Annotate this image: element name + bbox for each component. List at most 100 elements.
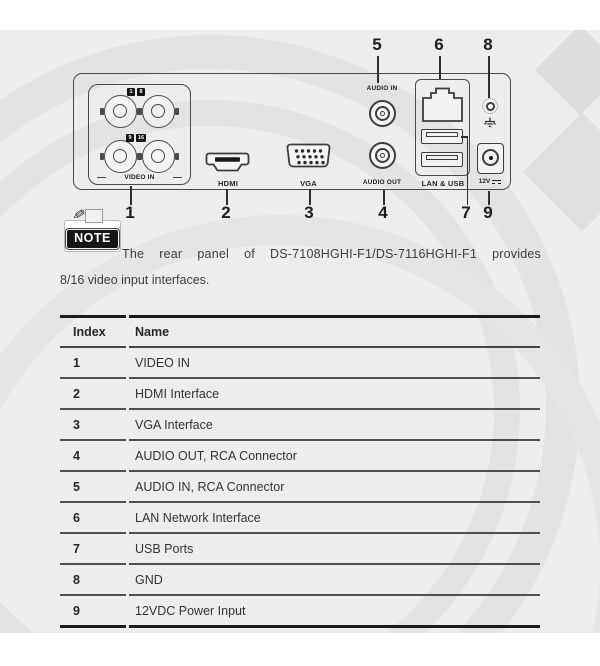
callout-line-6	[439, 56, 441, 79]
note-paper-icon	[85, 209, 103, 223]
index-cell: 8	[60, 565, 126, 596]
name-cell: VGA Interface	[129, 410, 540, 441]
channel-label: 16	[136, 134, 146, 142]
label-dash	[173, 177, 182, 179]
watermark-chevron	[534, 30, 600, 116]
callout-number-1: 1	[125, 203, 135, 222]
bnc-ring-icon	[112, 103, 127, 118]
video-in-block: 1 8 9 16 VIDEO IN	[88, 84, 191, 185]
usb-contact-icon	[426, 155, 458, 160]
name-cell: USB Ports	[129, 534, 540, 565]
callout-line-7-jog	[461, 136, 468, 138]
hdmi-port-icon	[205, 152, 250, 172]
channel-label: 9	[126, 134, 134, 142]
lan-port-icon	[422, 87, 463, 122]
hdmi-label: HDMI	[218, 179, 238, 188]
rca-ring-icon	[375, 106, 390, 121]
lan-usb-label: LAN & USB	[421, 179, 465, 188]
gnd-dotted-circle-icon	[482, 98, 498, 114]
bnc-ring-icon	[112, 148, 127, 163]
callout-number-9: 9	[483, 203, 493, 222]
callout-line-7	[466, 136, 469, 205]
lan-usb-box	[415, 79, 470, 176]
audio-out-rca-icon	[369, 142, 396, 169]
name-cell: LAN Network Interface	[129, 503, 540, 534]
bnc-connector-icon	[100, 140, 141, 173]
index-cell: 7	[60, 534, 126, 565]
callout-number-7: 7	[461, 203, 471, 222]
channel-label: 8	[137, 88, 145, 96]
audio-out-label: AUDIO OUT	[362, 179, 402, 186]
label-dash	[97, 177, 106, 179]
callout-line-9	[488, 191, 490, 205]
bnc-ring-icon	[150, 148, 165, 163]
column-header-name: Name	[129, 315, 540, 348]
watermark-chevron	[522, 112, 600, 232]
dc-symbol-icon	[492, 179, 502, 185]
power-label-group: 12V	[471, 178, 509, 185]
power-label: 12V	[478, 178, 491, 185]
index-cell: 9	[60, 596, 126, 628]
channel-label: 1	[127, 88, 135, 96]
name-cell: HDMI Interface	[129, 379, 540, 410]
bnc-connector-icon	[100, 95, 141, 128]
column-header-index: Index	[60, 315, 126, 348]
bnc-ring-icon	[150, 103, 165, 118]
usb-port-icon	[421, 129, 463, 144]
power-jack-pin-icon	[488, 155, 493, 160]
name-cell: AUDIO IN, RCA Connector	[129, 472, 540, 503]
power-jack-ring-icon	[482, 149, 499, 166]
callout-line-3	[309, 189, 311, 205]
usb-port-icon	[421, 152, 463, 167]
rear-panel-outline	[73, 73, 511, 190]
table-header-row: Index Name	[60, 315, 540, 348]
vga-label: VGA	[300, 179, 317, 188]
name-cell: VIDEO IN	[129, 348, 540, 379]
callout-number-3: 3	[304, 203, 314, 222]
index-cell: 2	[60, 379, 126, 410]
index-cell: 1	[60, 348, 126, 379]
callout-line-8	[488, 56, 490, 98]
power-jack-icon	[477, 143, 504, 174]
index-cell: 3	[60, 410, 126, 441]
bnc-connector-icon	[138, 140, 179, 173]
callout-line-4	[383, 190, 385, 205]
index-cell: 6	[60, 503, 126, 534]
callout-number-4: 4	[378, 203, 388, 222]
callout-number-8: 8	[483, 35, 493, 54]
ground-symbol-icon	[484, 117, 496, 128]
name-cell: 12VDC Power Input	[129, 596, 540, 628]
rca-ring-icon	[375, 148, 390, 163]
name-cell: GND	[129, 565, 540, 596]
callout-number-2: 2	[221, 203, 231, 222]
rca-hole-icon	[380, 153, 385, 158]
name-cell: AUDIO OUT, RCA Connector	[129, 441, 540, 472]
callout-line-2	[226, 189, 228, 205]
vga-port-icon	[286, 143, 331, 168]
note-text-line1: The rear panel of DS-7108HGHI-F1/DS-7116…	[122, 247, 541, 261]
audio-in-rca-icon	[369, 100, 396, 127]
video-in-label: VIDEO IN	[124, 174, 155, 181]
note-badge: NOTE	[66, 229, 119, 249]
rca-hole-icon	[380, 111, 385, 116]
index-cell: 4	[60, 441, 126, 472]
index-cell: 5	[60, 472, 126, 503]
callout-number-5: 5	[372, 35, 382, 54]
callout-number-6: 6	[434, 35, 444, 54]
gnd-screw-icon	[485, 101, 495, 111]
bnc-connector-icon	[138, 95, 179, 128]
callout-line-5	[377, 56, 379, 83]
callout-line-1	[130, 186, 132, 205]
note-text-line2: 8/16 video input interfaces.	[60, 273, 210, 287]
usb-contact-icon	[426, 132, 458, 137]
